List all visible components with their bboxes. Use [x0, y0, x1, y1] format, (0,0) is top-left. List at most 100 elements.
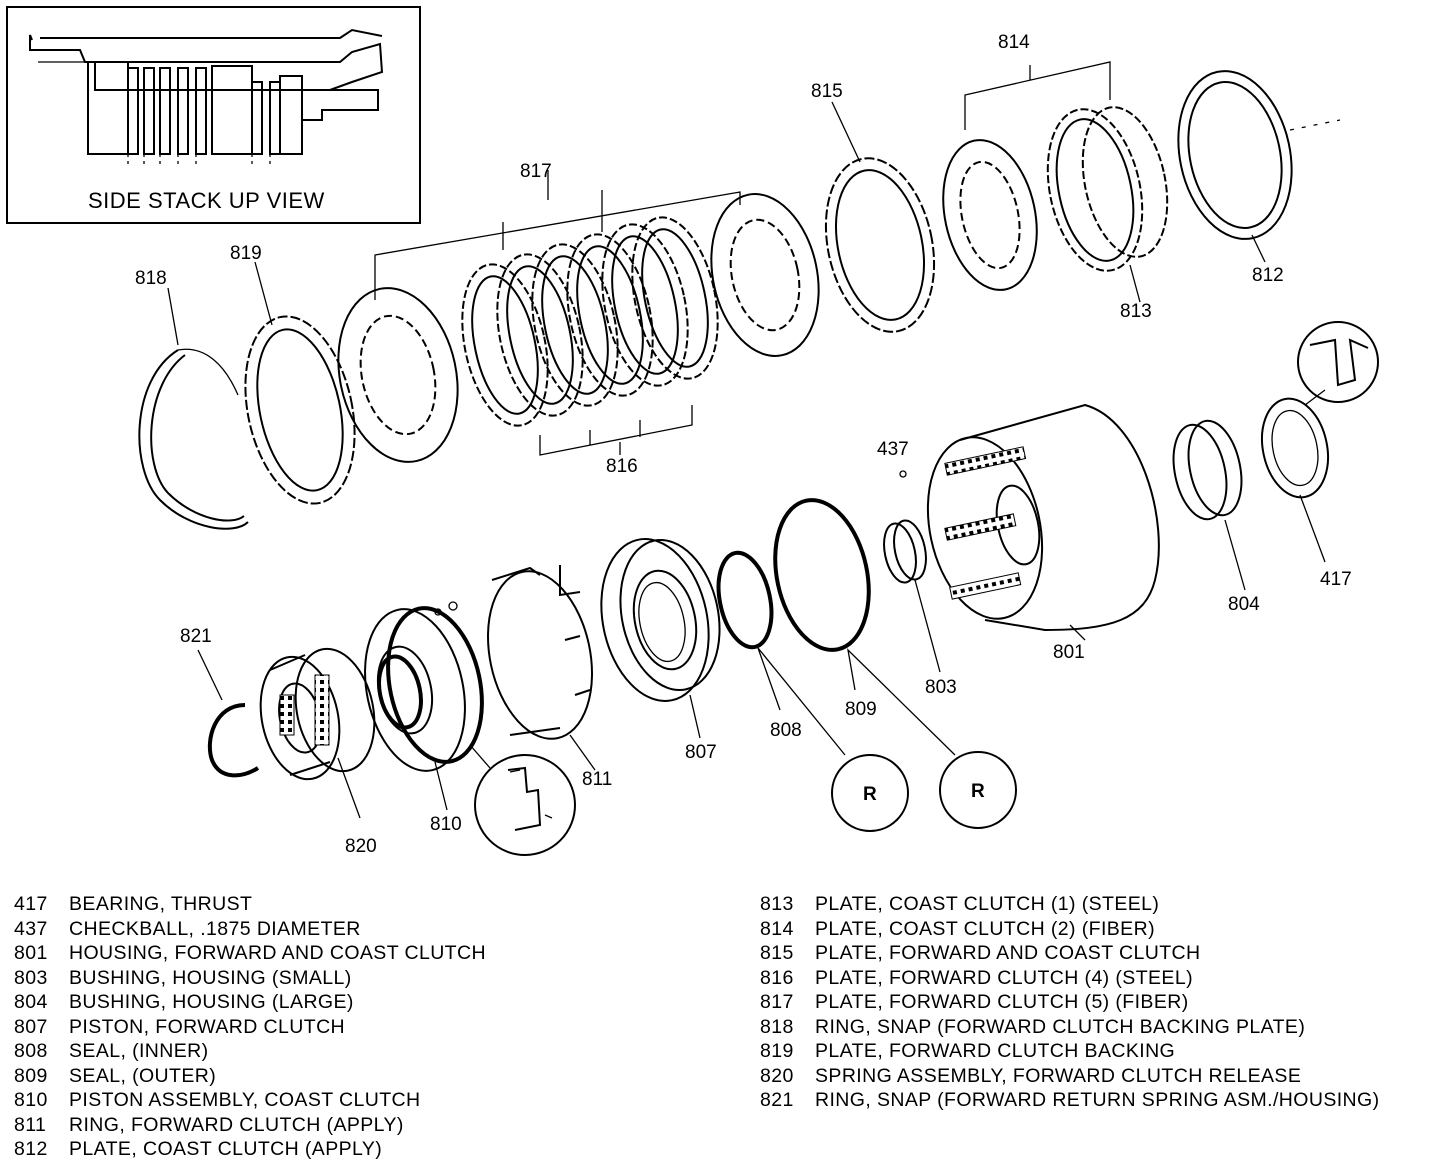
- legend-part-description: PLATE, COAST CLUTCH (1) (STEEL): [815, 893, 1160, 915]
- outer-seal-809: [773, 498, 871, 652]
- legend-row: 808 SEAL, (INNER): [14, 1039, 734, 1064]
- legend-row: 813 PLATE, COAST CLUTCH (1) (STEEL): [760, 892, 1440, 917]
- piston-detail-circle: [474, 754, 576, 856]
- legend-part-number: 820: [760, 1064, 794, 1087]
- callout-821: 821: [180, 626, 212, 647]
- callout-810: 810: [430, 814, 462, 835]
- legend-part-description: SPRING ASSEMBLY, FORWARD CLUTCH RELEASE: [815, 1064, 1302, 1087]
- legend-part-number: 813: [760, 893, 794, 915]
- forward-piston-807: [600, 538, 721, 702]
- legend-part-number: 817: [760, 991, 794, 1013]
- large-bushing-804: [1172, 419, 1243, 521]
- plate-815: [824, 157, 936, 333]
- steel-plates-813: [1046, 106, 1169, 272]
- side-stack-up-inset: SIDE STACK UP VIEW: [6, 6, 421, 224]
- fiber-plate-814: [942, 139, 1038, 291]
- callout-808: 808: [770, 720, 802, 741]
- legend-part-description: CHECKBALL, .1875 DIAMETER: [69, 917, 361, 940]
- legend-part-description: RING, SNAP (FORWARD CLUTCH BACKING PLATE…: [815, 1015, 1306, 1038]
- legend-part-description: PISTON, FORWARD CLUTCH: [69, 1015, 346, 1038]
- callout-804: 804: [1228, 594, 1260, 615]
- legend-part-number: 809: [14, 1064, 48, 1087]
- seal-inner-detail-mark: R: [863, 784, 877, 805]
- callout-801: 801: [1053, 642, 1085, 663]
- legend-part-description: PLATE, COAST CLUTCH (APPLY): [69, 1138, 383, 1160]
- legend-part-number: 815: [760, 942, 794, 964]
- legend-part-description: PLATE, FORWARD CLUTCH BACKING: [815, 1040, 1176, 1062]
- leader-lines: [167, 101, 1326, 819]
- legend-part-number: 801: [14, 942, 48, 964]
- legend-part-description: BUSHING, HOUSING (LARGE): [69, 991, 354, 1013]
- thrust-bearing-417: [1261, 397, 1329, 499]
- callout-812: 812: [1252, 265, 1284, 286]
- callout-820: 820: [345, 836, 377, 857]
- bearing-detail-circle: [1297, 321, 1379, 406]
- legend-part-description: PLATE, COAST CLUTCH (2) (FIBER): [815, 917, 1155, 940]
- legend-part-description: SEAL, (OUTER): [69, 1064, 217, 1087]
- legend-row: 816 PLATE, FORWARD CLUTCH (4) (STEEL): [760, 966, 1440, 991]
- apply-ring-811: [486, 565, 594, 740]
- fiber-plate-817a: [337, 287, 459, 463]
- callout-807: 807: [685, 742, 717, 763]
- legend-part-number: 819: [760, 1040, 794, 1062]
- callout-809: 809: [845, 699, 877, 720]
- clutch-housing-801: [926, 403, 1160, 632]
- backing-plate-819: [244, 315, 356, 505]
- legend-row: 815 PLATE, FORWARD AND COAST CLUTCH: [760, 941, 1440, 966]
- legend-part-number: 811: [14, 1113, 47, 1136]
- legend-part-number: 803: [14, 966, 48, 989]
- legend-row: 801 HOUSING, FORWARD AND COAST CLUTCH: [14, 941, 734, 966]
- legend-part-number: 821: [760, 1089, 794, 1111]
- callout-817: 817: [520, 161, 552, 182]
- inset-title: SIDE STACK UP VIEW: [88, 188, 325, 213]
- spring-assembly-820: [259, 647, 376, 781]
- legend-part-number: 417: [14, 893, 48, 915]
- seal-outer-detail-mark: R: [971, 781, 985, 802]
- legend-row: 807 PISTON, FORWARD CLUTCH: [14, 1015, 734, 1040]
- callout-819: 819: [230, 243, 262, 264]
- legend-part-number: 816: [760, 966, 794, 989]
- legend-part-number: 807: [14, 1015, 48, 1038]
- legend-part-number: 814: [760, 917, 794, 940]
- legend-part-number: 804: [14, 991, 48, 1013]
- snap-ring-821: [207, 703, 260, 778]
- legend-part-description: HOUSING, FORWARD AND COAST CLUTCH: [69, 942, 486, 964]
- callout-417: 417: [1320, 569, 1352, 590]
- legend-part-number: 818: [760, 1015, 794, 1038]
- callout-818: 818: [135, 268, 167, 289]
- checkball-437: [899, 470, 907, 478]
- coast-piston-810: [364, 601, 484, 772]
- inner-seal-808: [716, 550, 774, 650]
- apply-plate-812: [1177, 70, 1341, 240]
- legend-row: 809 SEAL, (OUTER): [14, 1064, 734, 1089]
- legend-part-number: 812: [14, 1138, 48, 1160]
- callout-816: 816: [606, 456, 638, 477]
- callout-811: 811: [582, 769, 612, 790]
- snap-ring-818: [138, 348, 249, 530]
- callout-labels: 818 819 817 816 815 814 813 812 437 417 …: [135, 32, 1352, 857]
- legend-row: 804 BUSHING, HOUSING (LARGE): [14, 990, 734, 1015]
- legend-part-number: 810: [14, 1089, 48, 1111]
- legend-part-number: 808: [14, 1040, 48, 1062]
- seal-inner-detail-circle: R: [831, 754, 909, 832]
- plate-stack-816-817: [461, 216, 719, 427]
- small-bushing-803: [883, 519, 927, 584]
- seal-outer-detail-circle: R: [939, 751, 1017, 829]
- legend-part-description: PLATE, FORWARD CLUTCH (4) (STEEL): [815, 966, 1193, 989]
- legend-row: 814 PLATE, COAST CLUTCH (2) (FIBER): [760, 917, 1440, 942]
- legend-row: 818 RING, SNAP (FORWARD CLUTCH BACKING PL…: [760, 1015, 1440, 1040]
- legend-part-description: SEAL, (INNER): [69, 1040, 209, 1062]
- callout-813: 813: [1120, 301, 1152, 322]
- fiber-plate-817b: [710, 193, 820, 357]
- legend-part-description: PLATE, FORWARD AND COAST CLUTCH: [815, 942, 1201, 964]
- callout-437: 437: [877, 439, 909, 460]
- callout-803: 803: [925, 677, 957, 698]
- exploded-clutch-diagram: SIDE STACK UP VIEW: [6, 6, 1379, 857]
